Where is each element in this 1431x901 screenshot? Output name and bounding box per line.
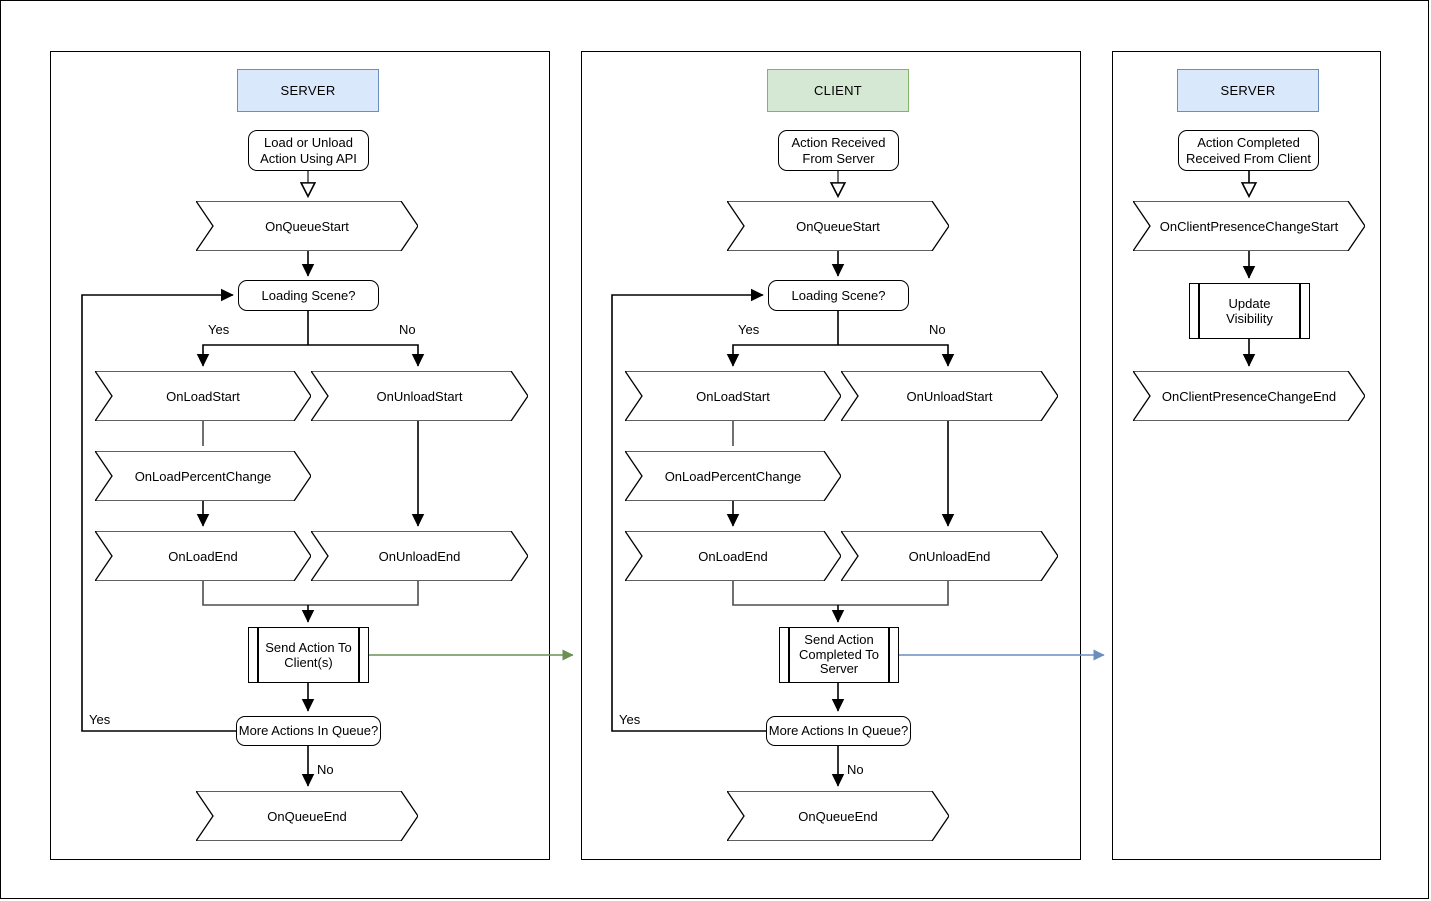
cl-loading-decision[interactable]: Loading Scene? xyxy=(768,280,909,311)
sl-onloadstart-label: OnLoadStart xyxy=(166,388,240,404)
cl-onqueuestart-label: OnQueueStart xyxy=(796,218,880,234)
cl-start-node[interactable]: Action Received From Server xyxy=(778,130,899,171)
sr-start-line1: Action Completed xyxy=(1197,134,1300,150)
panel-server-right-header: SERVER xyxy=(1177,69,1319,112)
cl-start-line2: From Server xyxy=(802,150,875,166)
sl-onqueuestart-node[interactable]: OnQueueStart xyxy=(194,200,419,252)
cl-more-no-label: No xyxy=(847,762,864,777)
cl-start-line1: Action Received xyxy=(791,134,886,150)
cl-onloadpercentchange-label: OnLoadPercentChange xyxy=(664,468,802,484)
sl-onloadend-node[interactable]: OnLoadEnd xyxy=(93,530,312,582)
sl-send-line1: Send Action To xyxy=(265,640,352,655)
sr-update-visibility-node[interactable]: Update Visibility xyxy=(1189,283,1310,339)
sl-loading-decision-label: Loading Scene? xyxy=(261,287,356,303)
cl-send-line2: Completed To xyxy=(799,646,879,662)
sl-more-actions-label: More Actions In Queue? xyxy=(238,723,379,739)
sl-send-left-bar xyxy=(257,628,259,682)
cl-onqueueend-label: OnQueueEnd xyxy=(798,808,878,824)
cl-branch-yes-label: Yes xyxy=(738,322,760,337)
cl-onunloadend-node[interactable]: OnUnloadEnd xyxy=(839,530,1059,582)
sl-onloadpercentchange-label: OnLoadPercentChange xyxy=(134,468,272,484)
panel-server-right-header-label: SERVER xyxy=(1220,83,1276,98)
panel-server-left-header-label: SERVER xyxy=(280,83,336,98)
sl-send-right-bar xyxy=(358,628,360,682)
sl-more-no-label: No xyxy=(317,762,334,777)
sr-start-line2: Received From Client xyxy=(1186,150,1311,166)
sl-start-line1: Load or Unload xyxy=(264,134,353,150)
sl-send-line2: Client(s) xyxy=(284,655,333,670)
sl-loading-decision[interactable]: Loading Scene? xyxy=(238,280,379,311)
sr-start-node[interactable]: Action Completed Received From Client xyxy=(1178,130,1319,171)
sl-start-node[interactable]: Load or Unload Action Using API xyxy=(248,130,369,171)
sl-send-action-node[interactable]: Send Action To Client(s) xyxy=(248,627,369,683)
sr-update-right-bar xyxy=(1299,284,1301,338)
panel-server-right xyxy=(1112,51,1381,860)
sr-presence-start-node[interactable]: OnClientPresenceChangeStart xyxy=(1131,200,1366,252)
sl-onloadstart-node[interactable]: OnLoadStart xyxy=(93,370,312,422)
cl-onqueueend-node[interactable]: OnQueueEnd xyxy=(725,790,950,842)
cl-onloadend-label: OnLoadEnd xyxy=(698,548,768,564)
cl-send-line1: Send Action xyxy=(804,631,874,647)
cl-onunloadstart-node[interactable]: OnUnloadStart xyxy=(839,370,1059,422)
cl-onunloadend-label: OnUnloadEnd xyxy=(908,548,991,564)
sl-onloadpercentchange-node[interactable]: OnLoadPercentChange xyxy=(93,450,312,502)
cl-more-yes-label: Yes xyxy=(619,712,641,727)
sl-onloadend-label: OnLoadEnd xyxy=(168,548,238,564)
sl-branch-yes-label: Yes xyxy=(208,322,230,337)
cl-onloadpercentchange-node[interactable]: OnLoadPercentChange xyxy=(623,450,842,502)
cl-send-line3: Server xyxy=(819,661,859,677)
sl-onqueueend-node[interactable]: OnQueueEnd xyxy=(194,790,419,842)
sl-more-actions-decision[interactable]: More Actions In Queue? xyxy=(236,716,381,746)
panel-server-left-header: SERVER xyxy=(237,69,379,112)
sr-presence-start-label: OnClientPresenceChangeStart xyxy=(1159,218,1339,234)
panel-client-header: CLIENT xyxy=(767,69,909,112)
cl-send-action-node[interactable]: Send Action Completed To Server xyxy=(779,627,899,683)
cl-more-actions-label: More Actions In Queue? xyxy=(768,723,909,739)
cl-onloadend-node[interactable]: OnLoadEnd xyxy=(623,530,842,582)
cl-onloadstart-node[interactable]: OnLoadStart xyxy=(623,370,842,422)
cl-send-left-bar xyxy=(788,628,790,682)
sr-update-visibility-label: Update Visibility xyxy=(1226,296,1273,326)
sl-start-line2: Action Using API xyxy=(260,150,357,166)
cl-more-actions-decision[interactable]: More Actions In Queue? xyxy=(766,716,911,746)
sl-onunloadend-label: OnUnloadEnd xyxy=(378,548,461,564)
sl-onqueueend-label: OnQueueEnd xyxy=(267,808,347,824)
sr-presence-end-node[interactable]: OnClientPresenceChangeEnd xyxy=(1131,370,1366,422)
cl-branch-no-label: No xyxy=(929,322,946,337)
sl-onqueuestart-label: OnQueueStart xyxy=(265,218,349,234)
cl-loading-decision-label: Loading Scene? xyxy=(791,287,886,303)
sl-onunloadstart-node[interactable]: OnUnloadStart xyxy=(309,370,529,422)
cl-send-right-bar xyxy=(888,628,890,682)
sl-onunloadstart-label: OnUnloadStart xyxy=(376,388,463,404)
sr-presence-end-label: OnClientPresenceChangeEnd xyxy=(1161,388,1337,404)
sl-branch-no-label: No xyxy=(399,322,416,337)
cl-onloadstart-label: OnLoadStart xyxy=(696,388,770,404)
sl-onunloadend-node[interactable]: OnUnloadEnd xyxy=(309,530,529,582)
panel-client-header-label: CLIENT xyxy=(813,83,863,98)
cl-onqueuestart-node[interactable]: OnQueueStart xyxy=(725,200,950,252)
sr-update-left-bar xyxy=(1198,284,1200,338)
sl-more-yes-label: Yes xyxy=(89,712,111,727)
cl-onunloadstart-label: OnUnloadStart xyxy=(906,388,993,404)
